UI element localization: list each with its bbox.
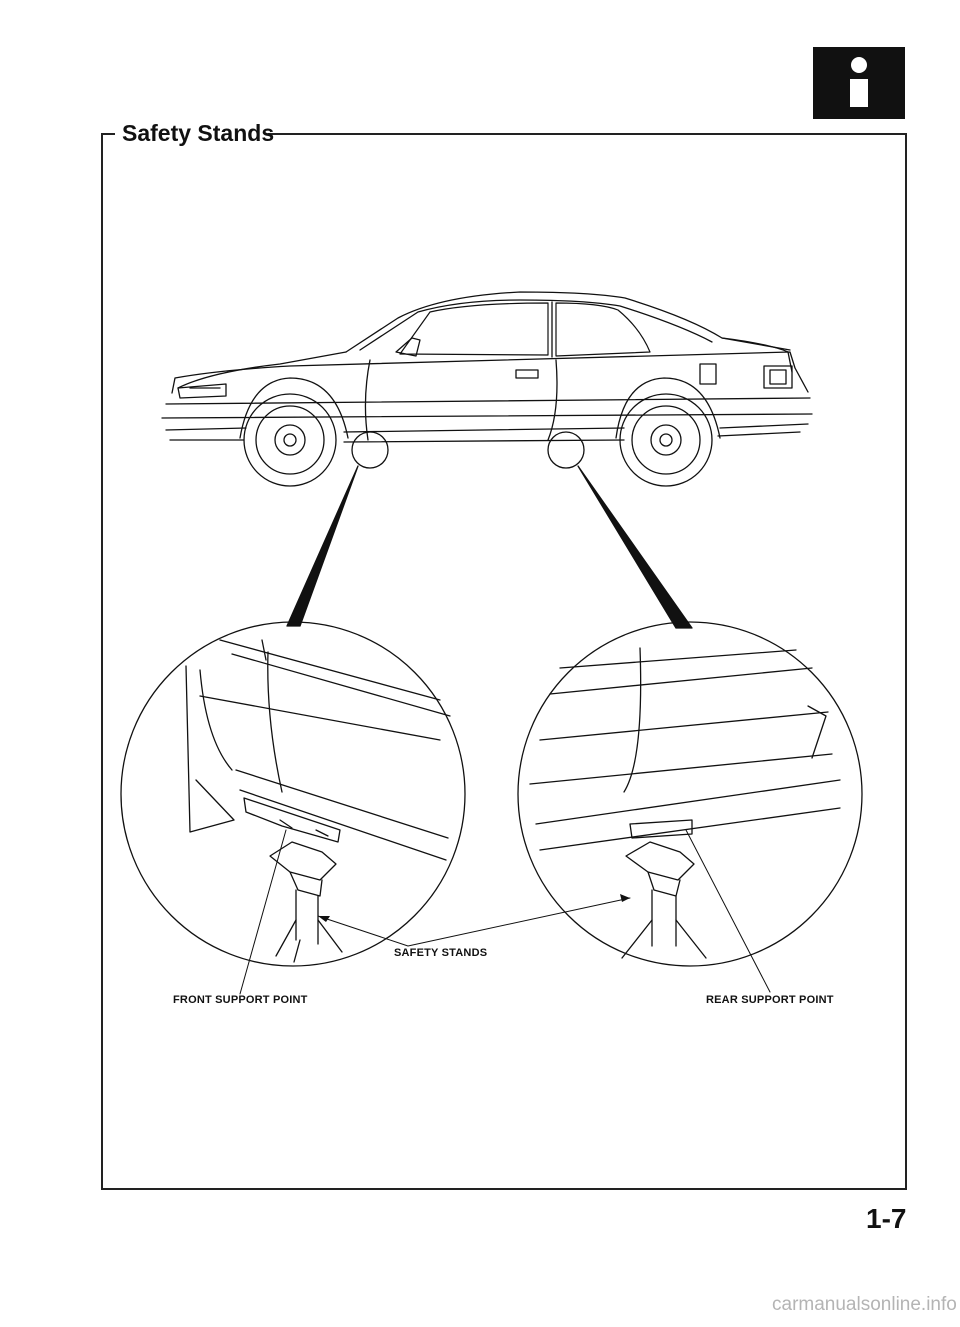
front-leader-wedge <box>286 465 359 627</box>
section-title: Safety Stands <box>122 120 275 146</box>
info-icon <box>850 57 868 107</box>
section-frame <box>101 133 907 1190</box>
frame-top-rule-right <box>268 133 905 135</box>
rear-support-point-label: REAR SUPPORT POINT <box>706 994 834 1006</box>
page-number: 1-7 <box>866 1203 907 1234</box>
safety-stands-leader <box>317 897 631 947</box>
front-support-leader <box>239 829 287 995</box>
rear-support-leader <box>685 829 771 993</box>
safety-stands-label: SAFETY STANDS <box>394 947 488 959</box>
front-support-point-label: FRONT SUPPORT POINT <box>173 994 308 1006</box>
front-support-marker <box>351 431 389 469</box>
rear-leader-wedge <box>577 465 693 629</box>
frame-top-rule-left <box>101 133 115 135</box>
rear-support-marker <box>547 431 585 469</box>
front-detail-view <box>120 621 466 967</box>
info-tab-badge <box>813 47 905 119</box>
rear-detail-view <box>517 621 863 967</box>
car-side-view <box>161 291 813 487</box>
watermark: carmanualsonline.info <box>772 1294 957 1315</box>
